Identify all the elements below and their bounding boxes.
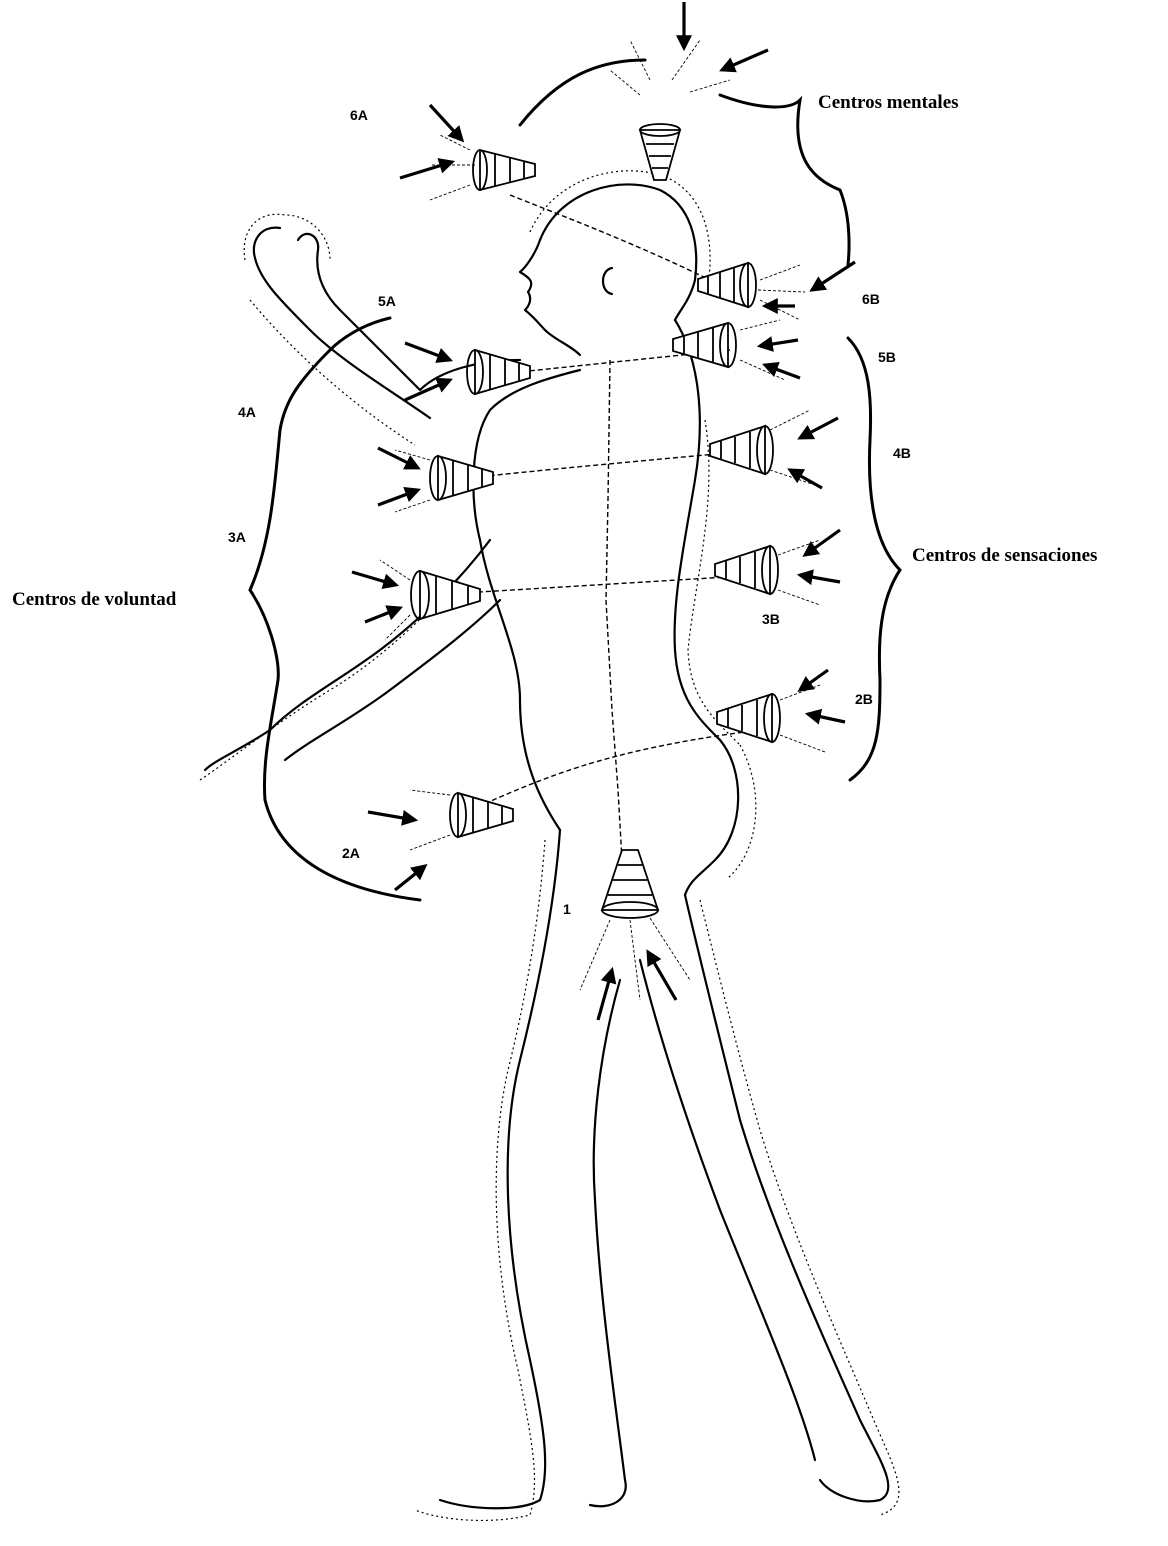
arrow-4A-1 (378, 448, 418, 468)
label-centros-voluntad: Centros de voluntad (12, 590, 176, 609)
arrow-2A-2 (395, 866, 425, 890)
buttock (685, 740, 738, 895)
arrow-top-2 (722, 50, 768, 70)
arrow-4B-2 (790, 470, 822, 488)
cone-2A (450, 793, 513, 837)
raised-arm-outer (254, 228, 430, 418)
arrow-3A-2 (365, 608, 400, 622)
channel-2 (470, 730, 760, 810)
arrow-3B-1 (805, 530, 840, 555)
arrow-5B-1 (760, 340, 798, 346)
label-2A: 2A (342, 846, 360, 860)
arrow-3A-1 (352, 572, 396, 585)
label-3A: 3A (228, 530, 246, 544)
cone-top (640, 124, 680, 180)
label-5B: 5B (878, 350, 896, 364)
front-leg-inner (590, 980, 626, 1506)
arrow-6A-1 (430, 105, 462, 140)
head-outline (540, 184, 696, 320)
arrow-3B-2 (800, 575, 840, 582)
label-centros-sensaciones: Centros de sensaciones (912, 546, 1097, 565)
ear (603, 268, 612, 294)
chakra-cones (411, 124, 780, 918)
energy-rays (380, 40, 825, 1000)
group-brackets (250, 60, 900, 900)
cone-5B (673, 323, 736, 367)
lower-arm-inner (285, 600, 500, 760)
lower-arm (205, 540, 490, 770)
bracket-mental (520, 60, 849, 265)
human-figure (205, 184, 888, 1508)
arrow-1-2 (648, 952, 676, 1000)
label-centros-mentales: Centros mentales (818, 93, 959, 112)
bracket-sensation (848, 338, 900, 780)
arrow-5A-1 (405, 343, 450, 360)
arrow-2A-1 (368, 812, 415, 820)
torso-back (675, 320, 720, 740)
label-6A: 6A (350, 108, 368, 122)
neck-front (545, 330, 580, 355)
cone-5A (467, 350, 530, 394)
cone-6B (698, 263, 756, 307)
back-leg-inner (640, 960, 815, 1460)
label-2B: 2B (855, 692, 873, 706)
label-4B: 4B (893, 446, 911, 460)
cone-3A (411, 571, 480, 619)
front-leg (440, 830, 560, 1508)
arrow-5B-2 (765, 365, 800, 378)
arrow-6A-2 (400, 162, 452, 178)
torso-front (473, 370, 580, 830)
face-profile (520, 240, 545, 330)
arrow-4B-1 (800, 418, 838, 438)
arrow-2B-2 (808, 714, 845, 722)
aura-outline (200, 171, 899, 1521)
arrow-6B-1 (812, 262, 855, 290)
cone-6A (473, 150, 535, 190)
incoming-arrows (352, 2, 855, 1020)
label-4A: 4A (238, 405, 256, 419)
spine-channel (606, 360, 622, 860)
label-3B: 3B (762, 612, 780, 626)
label-6B: 6B (862, 292, 880, 306)
arrow-4A-2 (378, 490, 418, 505)
arrow-1-1 (598, 970, 612, 1020)
channel-6 (510, 195, 720, 285)
cone-3B (715, 546, 778, 594)
cone-4A (430, 456, 493, 500)
label-5A: 5A (378, 294, 396, 308)
label-1: 1 (563, 902, 571, 916)
cone-4B (710, 426, 773, 474)
cone-1 (602, 850, 658, 918)
